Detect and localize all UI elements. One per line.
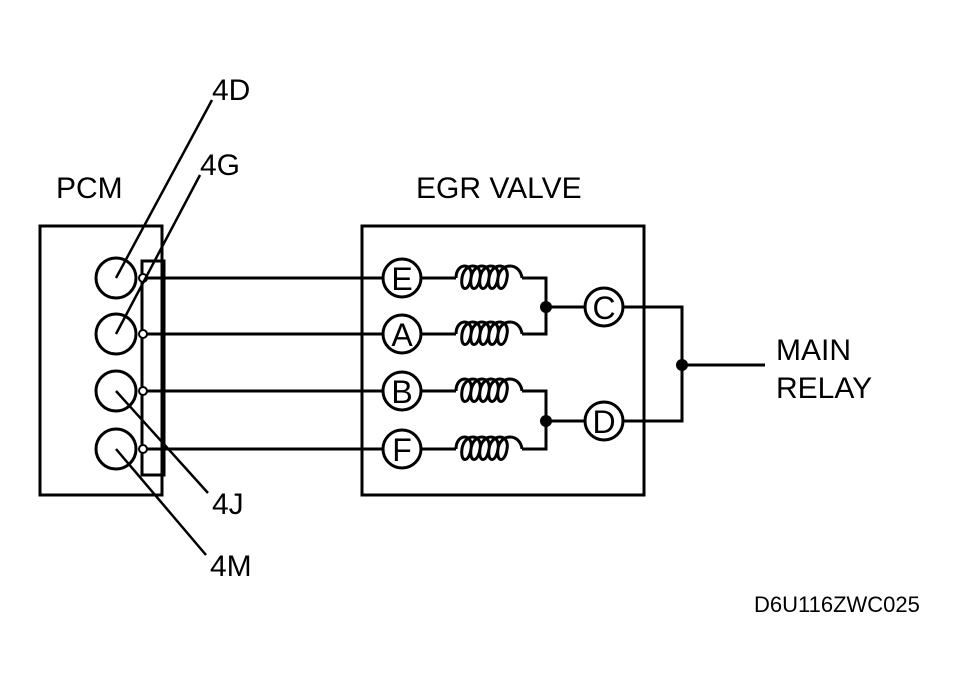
pcm-socket-4g	[94, 312, 138, 356]
egr-pin-label-a: A	[391, 317, 413, 353]
egr-pin-label-c: C	[592, 290, 615, 326]
coil-2	[454, 320, 524, 346]
terminal-dot-4j	[138, 386, 148, 396]
leader-4j	[115, 390, 209, 494]
leader-4m	[115, 448, 207, 556]
egr-pin-label-e: E	[391, 261, 412, 297]
terminal-label-4g: 4G	[200, 149, 240, 182]
coil-1	[454, 264, 524, 290]
leader-4d	[114, 99, 214, 279]
pcm-socket-4m	[94, 427, 138, 471]
pcm-socket-4j	[94, 369, 138, 413]
egr-pin-label-f: F	[392, 432, 412, 468]
main-relay-label-line2: RELAY	[776, 372, 872, 405]
coil-3	[454, 377, 524, 403]
wire-c-relay	[623, 305, 684, 423]
main-relay-label-line1: MAIN	[776, 334, 851, 367]
terminal-label-4j: 4J	[212, 488, 244, 521]
terminal-label-4m: 4M	[210, 550, 252, 583]
terminal-dot-4m	[138, 444, 148, 454]
coil-4	[454, 435, 524, 461]
pcm-socket-4d	[94, 256, 138, 300]
terminal-label-4d: 4D	[212, 74, 250, 107]
pcm-connector	[140, 259, 166, 477]
egr-pin-label-b: B	[391, 374, 412, 410]
egr-pin-label-d: D	[592, 404, 615, 440]
terminal-dot-4g	[138, 329, 148, 339]
leader-4g	[114, 174, 202, 335]
pcm-label: PCM	[56, 172, 123, 205]
figure-code: D6U116ZWC025	[754, 592, 920, 617]
egr-valve-label: EGR VALVE	[416, 172, 582, 205]
pcm-box	[38, 224, 164, 497]
egr-valve-box	[360, 224, 646, 497]
